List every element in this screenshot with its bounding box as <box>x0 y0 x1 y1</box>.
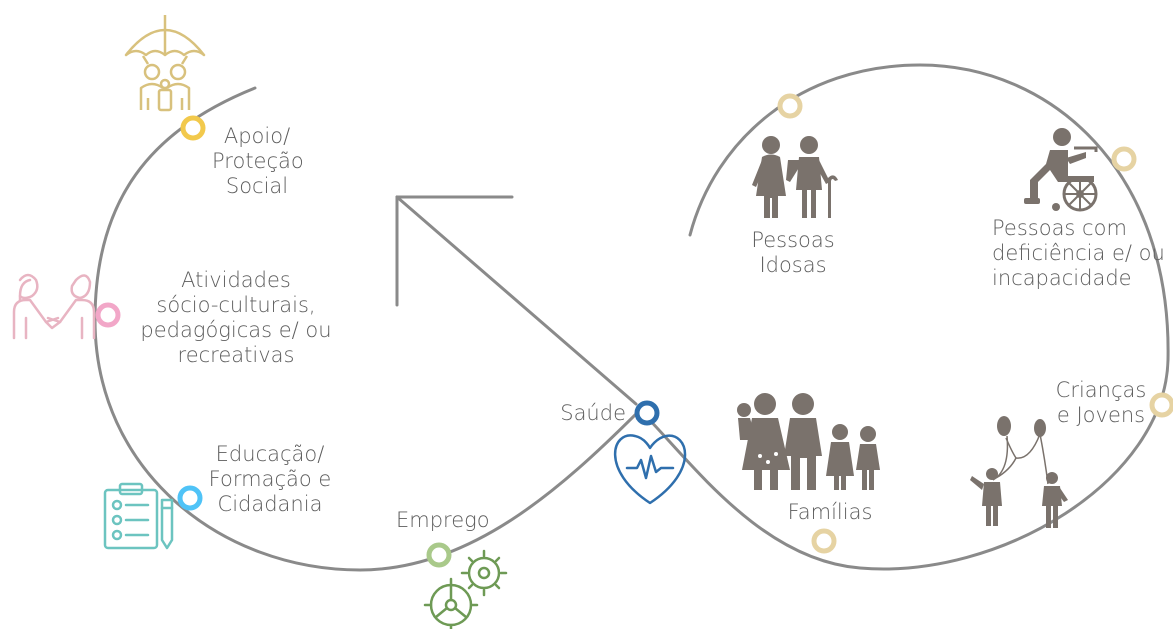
label-deficiencia: Pessoas com deficiência e/ ou incapacida… <box>992 216 1165 291</box>
label-emprego-line: Emprego <box>396 508 490 532</box>
label-criancas-line: e Jovens <box>1056 403 1146 427</box>
label-deficiencia-line: incapacidade <box>992 266 1132 290</box>
label-criancas: Crianças e Jovens <box>1052 378 1150 428</box>
label-educacao-line: Cidadania <box>217 492 323 516</box>
handshake-people-icon <box>12 273 96 340</box>
node-familias <box>811 528 837 554</box>
label-atividades-line: recreativas <box>177 343 295 367</box>
label-saude: Saúde <box>548 401 626 426</box>
label-deficiencia-line: deficiência e/ ou <box>992 241 1165 265</box>
heart-pulse-icon <box>613 434 687 505</box>
label-atividades: Atividades sócio-culturais, pedagógicas … <box>134 268 338 368</box>
label-deficiencia-line: Pessoas com <box>992 216 1127 240</box>
node-educacao <box>177 485 203 511</box>
gears-icon <box>423 549 508 629</box>
label-idosos: Pessoas Idosas <box>748 228 838 278</box>
label-apoio: Apoio/ Proteção Social <box>212 124 304 199</box>
label-educacao-line: Formação e <box>208 467 332 491</box>
clipboard-checklist-icon <box>103 482 174 550</box>
node-criancas <box>1149 392 1173 418</box>
label-apoio-line: Social <box>225 174 289 198</box>
label-educacao-line: Educação/ <box>215 442 325 466</box>
label-atividades-line: pedagógicas e/ ou <box>140 318 332 342</box>
label-atividades-line: sócio-culturais, <box>156 293 316 317</box>
node-apoio <box>180 115 206 141</box>
elderly-couple-icon <box>752 136 838 218</box>
arrow <box>395 195 638 406</box>
label-idosos-line: Pessoas <box>751 228 835 252</box>
children-balloons-icon <box>970 416 1068 528</box>
label-familias: Famílias <box>782 500 878 525</box>
label-apoio-line: Proteção <box>212 149 304 173</box>
node-deficiencia <box>1111 146 1137 172</box>
node-emprego <box>426 542 452 568</box>
label-atividades-line: Atividades <box>181 268 291 292</box>
label-saude-line: Saúde <box>560 401 626 425</box>
label-emprego: Emprego <box>396 508 490 533</box>
node-saude <box>634 400 660 426</box>
wheelchair-icon <box>1024 128 1098 212</box>
label-apoio-line: Apoio/ <box>223 124 291 148</box>
label-educacao: Educação/ Formação e Cidadania <box>202 442 338 517</box>
family-icon <box>737 393 880 490</box>
umbrella-family-icon <box>124 15 206 112</box>
node-idosos <box>777 93 803 119</box>
label-idosos-line: Idosas <box>759 253 827 277</box>
label-criancas-line: Crianças <box>1055 378 1147 402</box>
node-atividades <box>95 302 121 328</box>
label-familias-line: Famílias <box>787 500 873 524</box>
